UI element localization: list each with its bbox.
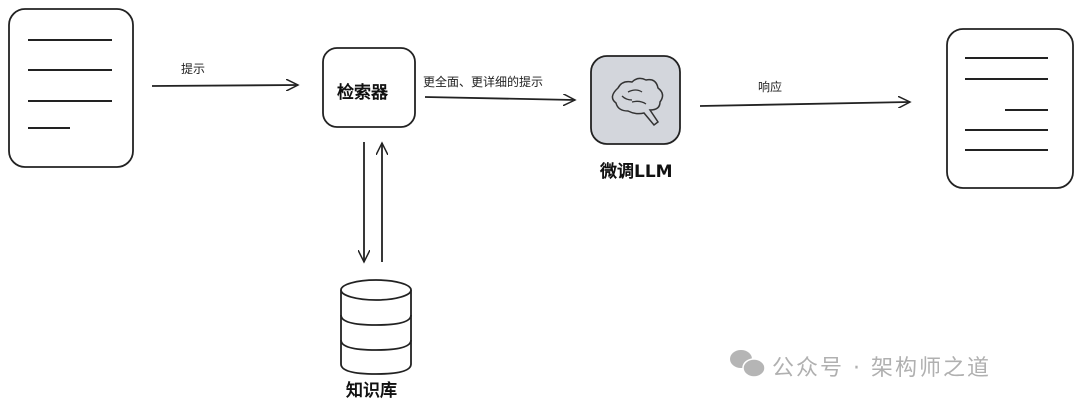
wechat-icon xyxy=(730,350,766,378)
llm-label: 微调LLM xyxy=(600,162,673,182)
enriched-prompt-arrow xyxy=(424,97,575,100)
response-arrow xyxy=(699,102,910,106)
knowledge-base-label: 知识库 xyxy=(346,381,397,401)
brain-icon xyxy=(590,55,681,145)
input-document-icon xyxy=(8,8,134,168)
database-icon xyxy=(340,279,412,375)
response-label: 响应 xyxy=(758,80,783,94)
retriever-box xyxy=(322,47,416,128)
watermark-text: 公众号 · 架构师之道 xyxy=(772,356,991,381)
output-document-icon xyxy=(946,28,1074,189)
enriched-prompt-label: 更全面、更详细的提示 xyxy=(423,75,544,89)
watermark: 公众号 · 架构师之道 xyxy=(728,350,991,382)
prompt-label: 提示 xyxy=(181,62,206,76)
retriever-label: 检索器 xyxy=(337,83,388,103)
prompt-arrow xyxy=(151,85,298,86)
